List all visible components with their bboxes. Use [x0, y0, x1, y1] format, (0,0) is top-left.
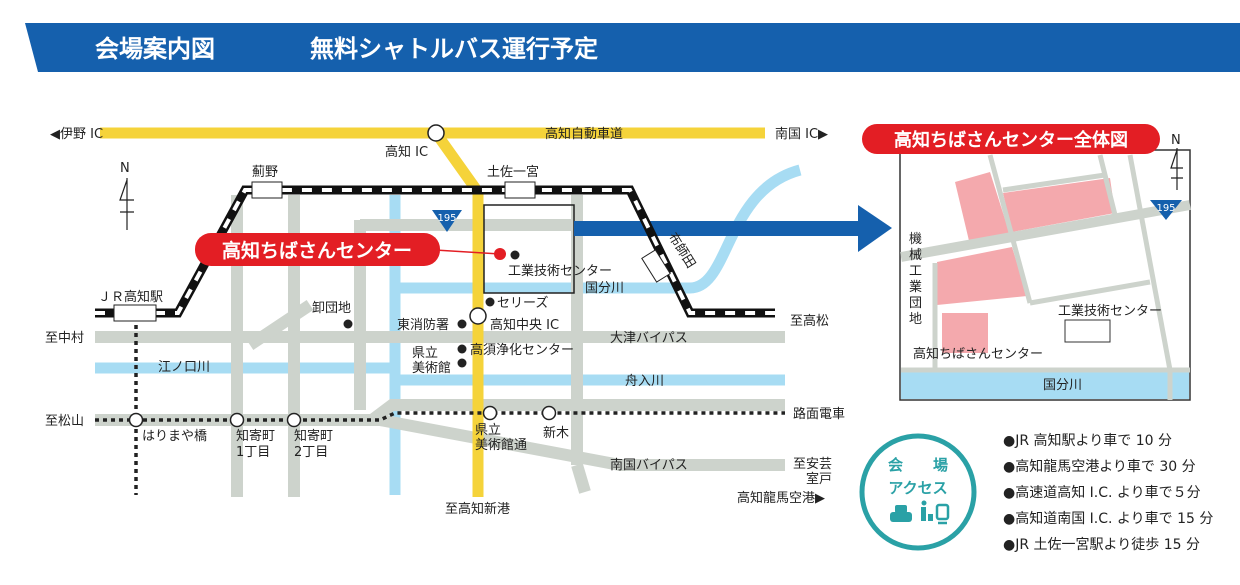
map-label: 高知ちばさんセンター [913, 346, 1043, 362]
label-chiyori1-sub: 1丁目 [236, 445, 270, 460]
map-label: 械 [909, 248, 922, 263]
map-label: 至高松 [790, 313, 829, 329]
label-chiyori2: 知寄町 [294, 428, 333, 444]
north-arrow-icon: N [119, 161, 134, 230]
map-label: 国分川 [1043, 378, 1082, 393]
map-label: 工業技術センター [508, 263, 612, 279]
map-label: 工 [909, 264, 922, 279]
inset-map: 工業技術センター 高知ちばさんセンター 国分川 機 械 工 業 団 地 195 … [862, 124, 1191, 401]
access-item: ●高知道南国 I.C. より車で 15 分 [1003, 510, 1213, 527]
access-item: ●高知龍馬空港より車で 30 分 [1003, 458, 1196, 475]
map-label: 高知ちばさんセンター全体図 [894, 129, 1128, 151]
access-item: ●高速道高知 I.C. より車で５分 [1003, 484, 1201, 501]
station-azono [251, 181, 283, 199]
label-chiyori1: 知寄町 [236, 428, 275, 444]
map-label: 東消防署 [397, 317, 449, 333]
label-nankoku-ic: 南国 IC▶ [775, 126, 828, 142]
label-museum-dori-sub: 美術館通 [475, 438, 527, 453]
jr-line: ＪＲ高知駅 薊野 土佐一宮 布師田 [95, 164, 775, 495]
label-ino-ic: ◀伊野 IC [50, 127, 103, 142]
venue-label: 高知ちばさんセンター [195, 233, 506, 266]
map-label: 高知中央 IC [490, 317, 559, 333]
train-icon [935, 503, 950, 525]
map-label: 195 [437, 213, 456, 224]
label-jr-kochi: ＪＲ高知駅 [98, 289, 163, 305]
header-banner: 会場案内図 無料シャトルバス運行予定 [25, 23, 1240, 72]
map-label: 至中村 [45, 331, 84, 346]
map-label: セリーズ [497, 295, 548, 311]
map-label: 卸団地 [312, 300, 351, 316]
route-195-badge: 195 [432, 210, 462, 232]
map-label: 舟入川 [625, 374, 664, 389]
kochi-ic-marker [427, 124, 445, 142]
header-title: 会場案内図 [95, 35, 215, 63]
label-tosaichinomiya: 土佐一宮 [487, 164, 539, 180]
map-label: 高知龍馬空港▶ [737, 490, 825, 506]
tram-line: はりまや橋 知寄町 1丁目 知寄町 2丁目 県立 美術館通 新木 [95, 405, 785, 460]
map-label: 高知ちばさんセンター [222, 239, 412, 262]
taxi-icon [890, 505, 912, 522]
station-nunoshida [641, 249, 671, 283]
map-label: 江ノ口川 [158, 360, 210, 375]
access-item: ●JR 高知駅より車で 10 分 [1003, 432, 1172, 449]
places: 工業技術センター 国分川 セリーズ 高知中央 IC 東消防署 卸団地 県立 美術… [45, 250, 845, 517]
station-jr-kochi [113, 304, 157, 322]
map-label: 会 場 [888, 456, 948, 474]
map-label: 大津バイパス [610, 331, 688, 346]
map-label: 美術館 [412, 361, 451, 376]
map-label: N [120, 161, 130, 176]
map-label: 県立 [412, 346, 438, 361]
map-label: N [1171, 133, 1181, 148]
label-harimaya: はりまや橋 [142, 429, 207, 444]
map-label: 南国バイパス [610, 457, 688, 473]
map-label: 業 [909, 279, 922, 295]
label-kochi-ic: 高知 IC [385, 144, 428, 160]
map-label: 地 [909, 312, 922, 327]
rivers [95, 164, 802, 495]
map-label: 団 [909, 296, 922, 311]
map-label: 195 [1156, 203, 1175, 214]
access-item: ●JR 土佐一宮駅より徒歩 15 分 [1003, 537, 1200, 553]
map-label: 国分川 [585, 281, 624, 296]
map-label: 機 [909, 232, 922, 247]
map-label: 路面電車 [793, 406, 845, 422]
label-expressway: 高知自動車道 [545, 126, 623, 142]
label-shingi: 新木 [543, 425, 569, 441]
map-label: 至安芸 [793, 456, 832, 472]
venue-area-box [483, 204, 575, 294]
access-list: ●JR 高知駅より車で 10 分 ●高知龍馬空港より車で 30 分 ●高速道高知… [1003, 432, 1213, 553]
label-azono: 薊野 [252, 165, 278, 180]
header-subtitle: 無料シャトルバス運行予定 [310, 35, 598, 63]
label-museum-dori: 県立 [475, 423, 501, 438]
station-tosaichinomiya [504, 181, 536, 199]
map-label: 至松山 [45, 414, 84, 429]
walking-person-icon [921, 500, 933, 521]
map-label: 高須浄化センター [470, 342, 574, 358]
map-label: 至高知新港 [445, 501, 510, 517]
map-label: アクセス [888, 479, 947, 497]
access-badge: 会 場 アクセス [859, 433, 977, 551]
label-chiyori2-sub: 2丁目 [294, 445, 328, 460]
map-label: 工業技術センター [1058, 303, 1162, 319]
map-label: 室戸 [806, 471, 832, 487]
